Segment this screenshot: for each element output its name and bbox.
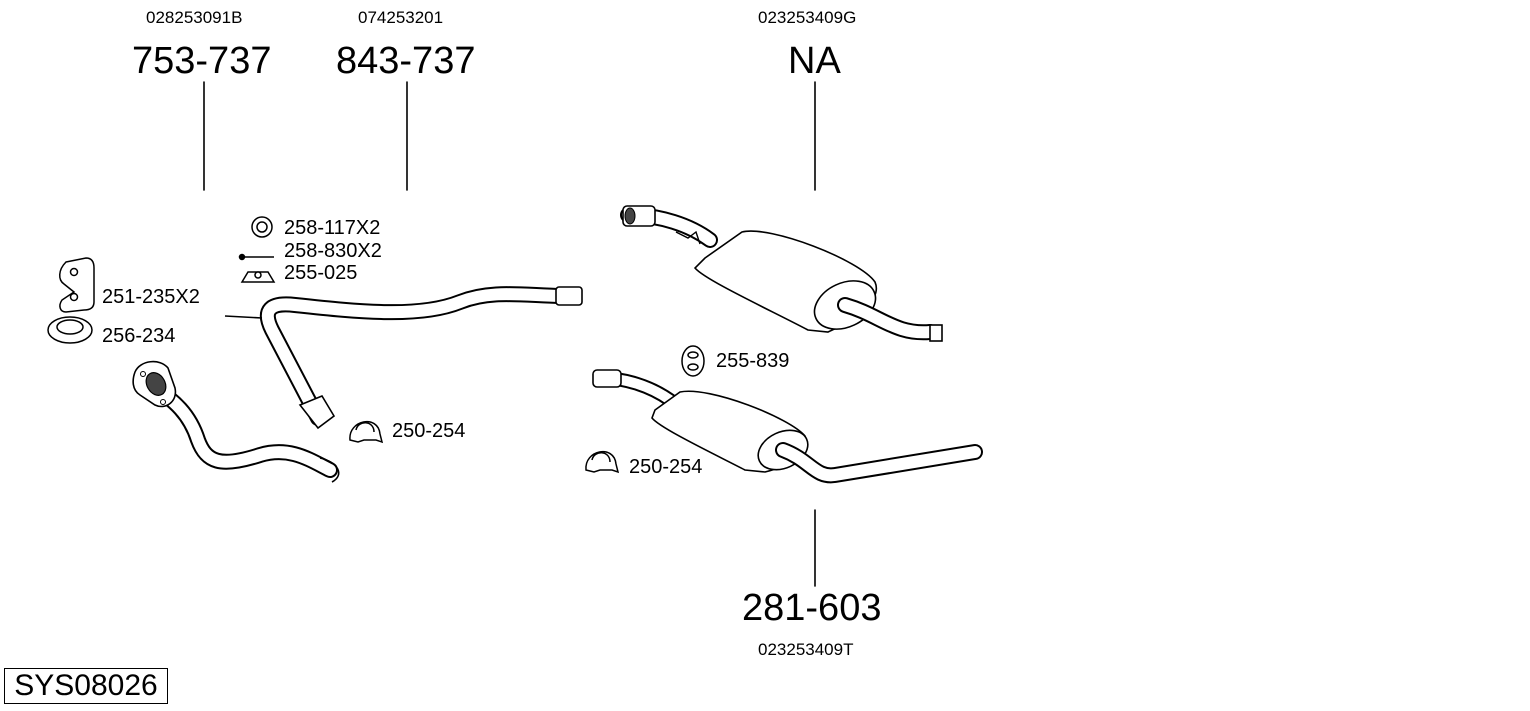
label-clamp-2: 250-254 <box>629 456 703 478</box>
bracket-icon <box>59 257 95 313</box>
clamp-icon-2 <box>585 450 620 474</box>
gasket-icon <box>47 316 93 344</box>
clamp-icon-1 <box>349 420 384 444</box>
oem-number-rear-silencer-a: 023253409G <box>758 8 857 27</box>
middle-pipe-drawing[interactable] <box>224 286 583 430</box>
ring-icon <box>251 216 273 238</box>
rubber-mount-icon <box>681 345 705 377</box>
bolt-icon <box>238 253 274 261</box>
part-number-front-pipe[interactable]: 753-737 <box>132 40 272 82</box>
system-code-box: SYS08026 <box>4 668 168 704</box>
label-bolt: 258-830X2 <box>284 240 382 262</box>
oem-number-middle-pipe: 074253201 <box>358 8 444 27</box>
front-pipe-drawing[interactable] <box>132 360 340 483</box>
label-gasket: 256-234 <box>102 325 176 347</box>
rear-silencer-a-drawing[interactable] <box>620 205 943 342</box>
part-number-rear-silencer-b[interactable]: 281-603 <box>742 587 882 629</box>
part-number-middle-pipe[interactable]: 843-737 <box>336 40 476 82</box>
label-rubber-mount: 255-839 <box>716 350 790 372</box>
rear-silencer-b-drawing[interactable] <box>592 369 983 484</box>
oem-number-rear-silencer-b: 023253409T <box>758 640 854 659</box>
mount-icon <box>240 271 276 283</box>
label-ring: 258-117X2 <box>284 217 381 239</box>
label-mount: 255-025 <box>284 262 358 284</box>
oem-number-front-pipe: 028253091B <box>146 8 243 27</box>
label-clamp-1: 250-254 <box>392 420 466 442</box>
label-bracket: 251-235X2 <box>102 286 200 308</box>
part-number-rear-silencer-a[interactable]: NA <box>788 40 841 82</box>
